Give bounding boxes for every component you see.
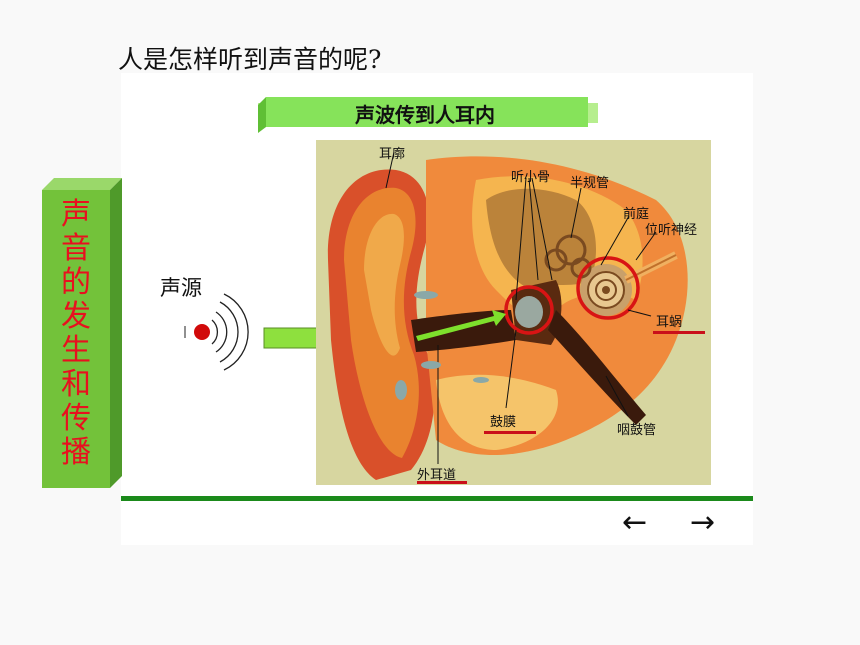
underline-ear-canal	[417, 481, 467, 484]
label-eustachian-tube: 咽鼓管	[617, 423, 657, 438]
banner-title: 声波传到人耳内	[355, 103, 495, 127]
prev-button[interactable]: ←	[622, 505, 648, 540]
label-ear-canal: 外耳道	[417, 468, 457, 483]
ear-anatomy-diagram	[316, 140, 711, 485]
underline-eardrum	[484, 431, 536, 434]
label-auditory-nerve: 位听神经	[645, 223, 698, 238]
label-semicircular-canals: 半规管	[570, 176, 610, 191]
page-title: 人是怎样听到声音的呢?	[118, 45, 382, 74]
label-ossicles: 听小骨	[511, 170, 551, 185]
sound-source-label: 声源	[160, 276, 202, 300]
label-eardrum: 鼓膜	[490, 415, 517, 430]
sound-source-icon	[184, 293, 249, 371]
underline-cochlea	[653, 331, 705, 334]
banner-shape	[258, 97, 598, 133]
next-button[interactable]: →	[690, 505, 716, 540]
label-cochlea: 耳蜗	[656, 315, 683, 330]
label-pinna: 耳廓	[379, 147, 406, 162]
label-vestibule: 前庭	[623, 207, 650, 222]
side-title-box	[42, 178, 122, 488]
side-title: 声音的发生和传播	[61, 197, 91, 470]
divider-line	[121, 496, 753, 501]
